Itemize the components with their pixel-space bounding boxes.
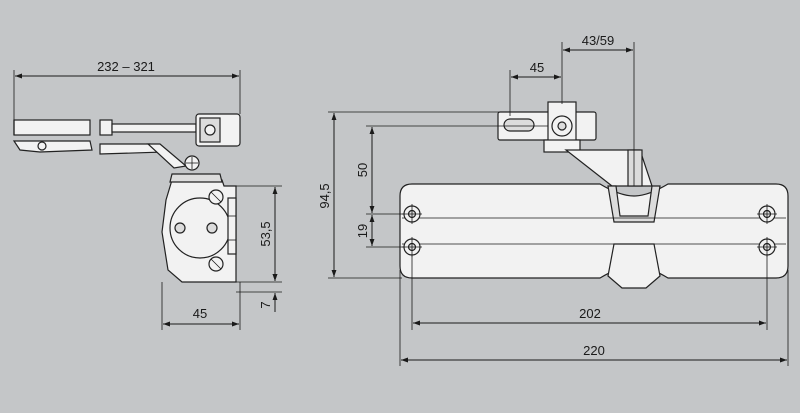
dim-label-bracket-offset-2: 45 — [530, 60, 544, 75]
dim-bracket-offset-1: 43/59 — [561, 33, 635, 186]
side-view: 232 – 321 53,5 7 45 — [12, 59, 282, 330]
dim-label-total-length: 220 — [583, 343, 605, 358]
dim-body-height: 53,5 — [236, 185, 282, 283]
dim-label-offset: 7 — [258, 301, 273, 308]
dim-label-body-width: 45 — [193, 306, 207, 321]
dim-total-height: 94,5 — [317, 111, 500, 279]
dim-label-hole-spacing: 19 — [355, 224, 370, 238]
dim-bracket-height: 50 — [355, 125, 548, 215]
front-body — [399, 183, 789, 289]
dim-hole-distance: 202 — [411, 256, 768, 330]
side-arm — [12, 113, 241, 171]
dim-label-hole-distance: 202 — [579, 306, 601, 321]
dim-offset: 7 — [236, 262, 282, 312]
dim-label-body-height: 53,5 — [258, 221, 273, 246]
dim-total-length: 220 — [399, 270, 789, 366]
dim-bracket-offset-2: 45 — [509, 60, 561, 116]
dim-label-total-height: 94,5 — [317, 183, 332, 208]
side-body — [161, 173, 237, 283]
dim-label-arm-length: 232 – 321 — [97, 59, 155, 74]
dim-label-bracket-height: 50 — [355, 163, 370, 177]
dim-body-width: 45 — [161, 282, 241, 330]
dim-label-bracket-offset-1: 43/59 — [582, 33, 615, 48]
front-bracket — [497, 101, 653, 187]
front-view: 43/59 45 94,5 50 19 — [317, 33, 789, 366]
dim-hole-spacing: 19 — [355, 215, 404, 248]
dim-arm-length: 232 – 321 — [13, 59, 241, 120]
